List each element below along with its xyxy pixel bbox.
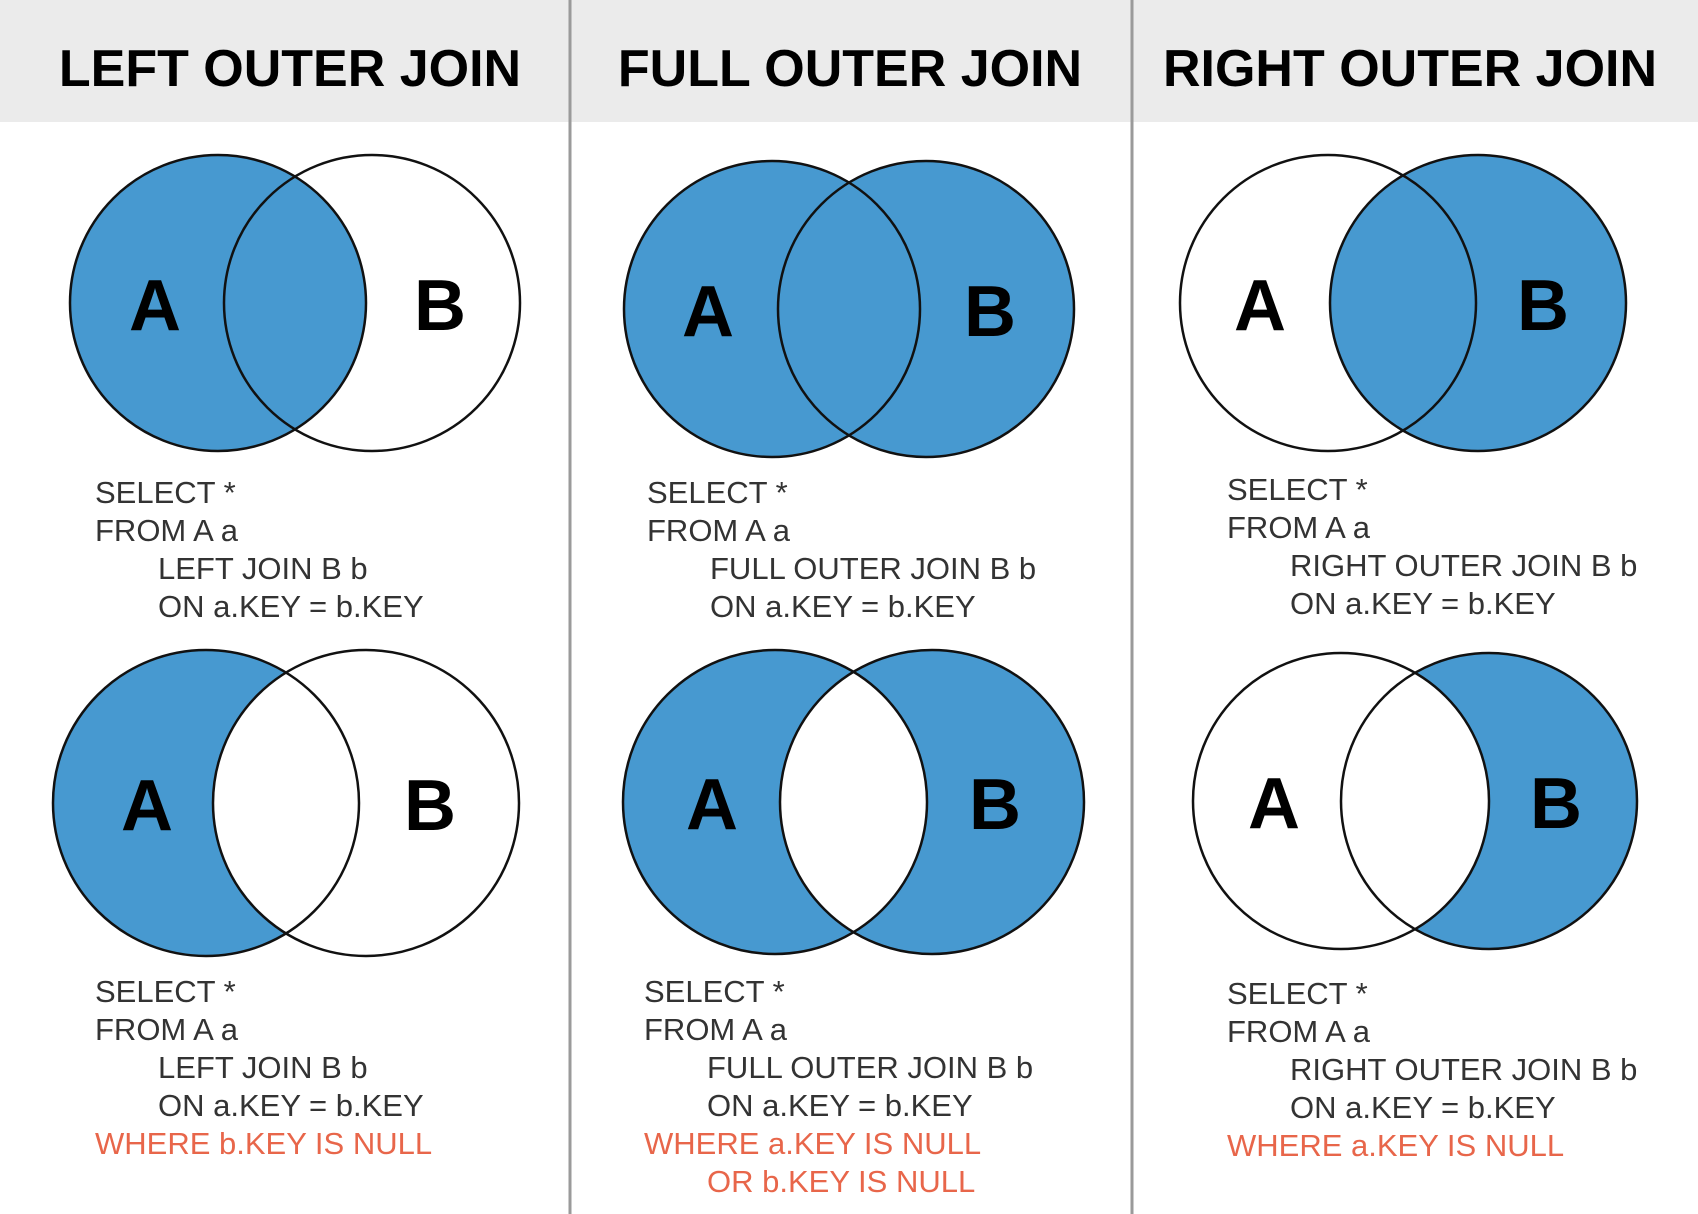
sql-line: FROM A a [1227, 510, 1371, 545]
sql-line: SELECT * [644, 974, 785, 1009]
sql-line: SELECT * [1227, 976, 1368, 1011]
sql-line: FROM A a [95, 513, 239, 548]
set-a-circle [68, 153, 368, 453]
sql-line: FULL OUTER JOIN B b [710, 551, 1036, 586]
sql-filter-line: WHERE a.KEY IS NULL [644, 1126, 981, 1161]
sql-line: SELECT * [95, 974, 236, 1009]
column-title: RIGHT OUTER JOIN [1163, 40, 1657, 98]
sql-line: ON a.KEY = b.KEY [158, 1088, 424, 1123]
sql-line: LEFT JOIN B b [158, 551, 368, 586]
sql-filter-line: OR b.KEY IS NULL [707, 1164, 975, 1199]
sql-line: SELECT * [647, 475, 788, 510]
sql-line: SELECT * [95, 475, 236, 510]
set-b-label: B [1517, 266, 1569, 346]
sql-line: FULL OUTER JOIN B b [707, 1050, 1033, 1085]
column-title: LEFT OUTER JOIN [59, 40, 521, 98]
sql-line: RIGHT OUTER JOIN B b [1290, 1052, 1637, 1087]
header-bar [0, 0, 1698, 122]
set-a-label: A [686, 765, 738, 845]
sql-filter-line: WHERE b.KEY IS NULL [95, 1126, 432, 1161]
sql-line: RIGHT OUTER JOIN B b [1290, 548, 1637, 583]
set-b-circle [778, 648, 1086, 956]
column-dividers [568, 0, 1134, 1214]
sql-line: FROM A a [95, 1012, 239, 1047]
sql-line: ON a.KEY = b.KEY [158, 589, 424, 624]
set-b-label: B [964, 272, 1016, 352]
region-intersection [224, 155, 366, 451]
set-a-circle [622, 159, 922, 459]
set-a-circle [51, 648, 361, 958]
sql-line: FROM A a [644, 1012, 788, 1047]
set-b-circle [776, 159, 1076, 459]
set-a-label: A [129, 266, 181, 346]
set-b-circle [211, 648, 521, 958]
sql-filter-line: WHERE a.KEY IS NULL [1227, 1128, 1564, 1163]
region-intersection [1330, 155, 1476, 451]
sql-line: ON a.KEY = b.KEY [1290, 1090, 1556, 1125]
set-b-label: B [414, 266, 466, 346]
sql-line: LEFT JOIN B b [158, 1050, 368, 1085]
sql-line: FROM A a [647, 513, 791, 548]
set-a-circle [1178, 153, 1478, 453]
set-a-circle [1191, 651, 1491, 951]
region-intersection [778, 161, 920, 457]
set-b-circle [222, 153, 522, 453]
set-b-label: B [969, 765, 1021, 845]
set-b-circle [1328, 153, 1628, 453]
sql-line: ON a.KEY = b.KEY [1290, 586, 1556, 621]
region-b-only [780, 650, 1084, 954]
column-title: FULL OUTER JOIN [618, 40, 1082, 98]
sql-line: ON a.KEY = b.KEY [707, 1088, 973, 1123]
set-a-label: A [682, 272, 734, 352]
header-background [0, 0, 1698, 122]
region-a-only [53, 650, 359, 956]
set-a-circle [621, 648, 929, 956]
sql-line: ON a.KEY = b.KEY [710, 589, 976, 624]
set-a-label: A [121, 766, 173, 846]
sql-line: SELECT * [1227, 472, 1368, 507]
set-a-label: A [1234, 266, 1286, 346]
set-b-label: B [404, 766, 456, 846]
sql-line: FROM A a [1227, 1014, 1371, 1049]
set-b-label: B [1530, 764, 1582, 844]
set-a-label: A [1248, 764, 1300, 844]
set-b-circle [1339, 651, 1639, 951]
